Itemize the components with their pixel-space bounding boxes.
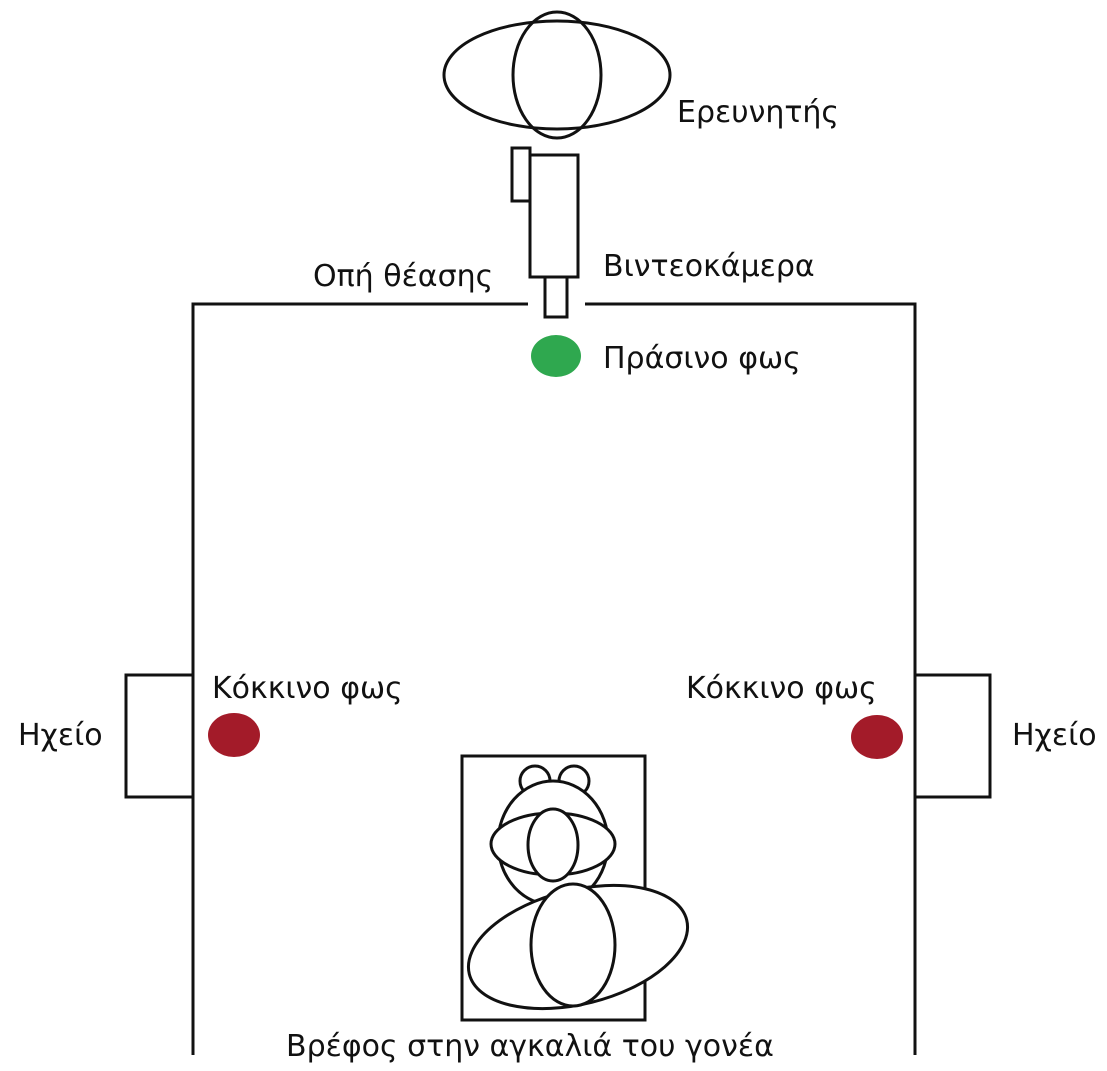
red-light-right bbox=[851, 715, 903, 759]
speaker-right-label: Ηχείο bbox=[1012, 718, 1097, 753]
peephole-label: Οπή θέασης bbox=[313, 259, 493, 294]
booth-walls bbox=[191, 302, 917, 1055]
researcher-label: Ερευνητής bbox=[677, 95, 839, 130]
camcorder-label: Βιντεοκάμερα bbox=[603, 249, 815, 284]
green-light bbox=[531, 335, 581, 377]
infant-label: Βρέφος στην αγκαλιά του γονέα bbox=[286, 1029, 774, 1064]
speaker-left-label: Ηχείο bbox=[18, 718, 103, 753]
speaker-left bbox=[124, 673, 193, 799]
camcorder bbox=[510, 146, 580, 319]
red-light-left-label: Κόκκινο φως bbox=[212, 671, 403, 706]
red-light-left bbox=[208, 713, 260, 757]
red-light-right-label: Κόκκινο φως bbox=[686, 671, 877, 706]
green-light-label: Πράσινο φως bbox=[603, 341, 801, 376]
researcher-figure bbox=[442, 10, 672, 140]
speaker-right bbox=[915, 673, 992, 799]
parent-with-infant bbox=[460, 754, 690, 1022]
